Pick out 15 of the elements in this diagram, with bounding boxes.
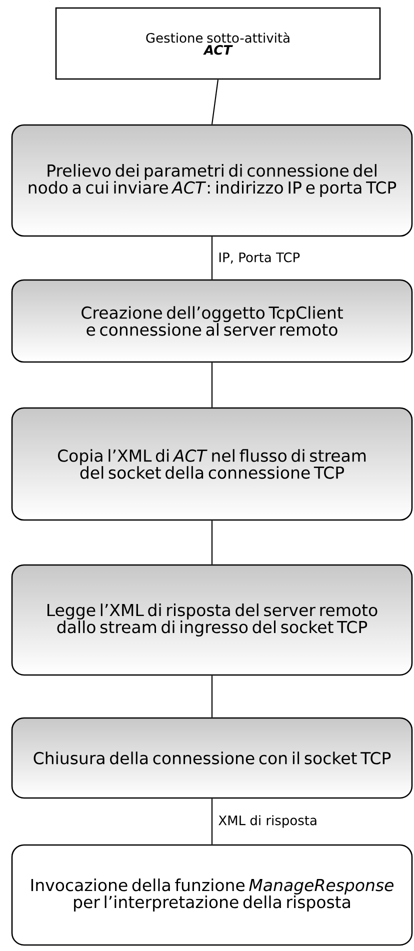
process-box: Copia l’XML di ACT nel flusso di stream del socket della connessione TCP	[11, 407, 413, 521]
connector-line	[211, 236, 213, 280]
process-box: Prelievo dei parametri di connessione del nodo a cui inviare ACT: indirizzo IP e porta TCP	[11, 124, 413, 237]
process-box: Creazione dell’oggetto TcpClient e connessione al server remoto	[11, 279, 413, 363]
process-box: Legge l’XML di risposta del server remoto dallo stream di ingresso del socket TCP	[11, 564, 413, 676]
connector-line	[211, 362, 213, 408]
process-box: Invocazione della funzione ManageResponse per l’interpretazione della risposta	[11, 844, 413, 946]
edge-label: XML di risposta	[217, 814, 318, 829]
connector-line	[211, 80, 219, 124]
connector-line	[211, 798, 213, 844]
heading-box: Gestione sotto-attività ACT	[55, 7, 381, 80]
process-box: Chiusura della connessione con il socket TCP	[11, 717, 413, 799]
connector-line	[211, 520, 213, 564]
edge-label: IP, Porta TCP	[217, 251, 302, 265]
connector-line	[211, 676, 213, 718]
